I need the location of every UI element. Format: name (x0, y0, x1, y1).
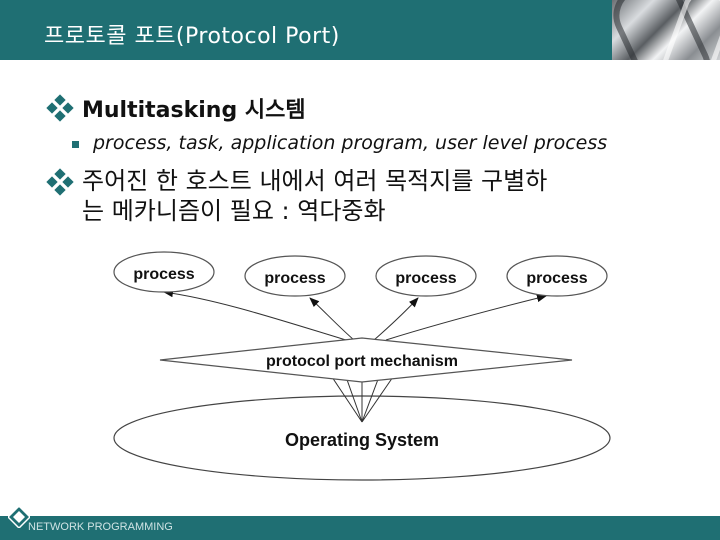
header-decorative-image (612, 0, 720, 60)
slide-title: 프로토콜 포트(Protocol Port) (44, 24, 340, 49)
bullet-line-2: 는 메카니즘이 필요 : 역다중화 (82, 197, 386, 225)
mechanism-diamond (159, 337, 573, 383)
arrow-to-process-2 (309, 297, 355, 341)
process-ellipse-3 (375, 255, 477, 297)
bullet-text: 주어진 한 호스트 내에서 여러 목적지를 구별하 는 메카니즘이 필요 : 역… (82, 166, 547, 226)
process-ellipse-4 (506, 255, 608, 297)
os-label: Operating System (285, 430, 439, 450)
logo-icon (8, 506, 30, 528)
footer-bar: NETWORK PROGRAMMING (0, 516, 720, 540)
arrow-to-process-4 (385, 294, 547, 341)
square-bullet-icon (72, 140, 79, 148)
process-label-3: process (395, 270, 456, 287)
arrow-to-process-1 (163, 289, 347, 341)
bullet-multitasking: Multitasking 시스템 (46, 92, 306, 124)
process-ellipse-1 (113, 251, 215, 293)
process-ellipse-2 (244, 255, 346, 297)
mechanism-label: protocol port mechanism (266, 353, 458, 370)
title-bar: 프로토콜 포트(Protocol Port) (0, 0, 720, 60)
bullet-line-1: 주어진 한 호스트 내에서 여러 목적지를 구별하 (82, 167, 548, 195)
arrow-to-process-3 (373, 297, 419, 341)
sub-bullet: process, task, application program, user… (72, 132, 607, 154)
process-label-1: process (133, 266, 194, 283)
process-label-4: process (526, 270, 587, 287)
bullet-text: Multitasking 시스템 (82, 98, 306, 123)
process-label-2: process (264, 270, 325, 287)
footer-text: NETWORK PROGRAMMING (28, 521, 173, 533)
bullet-demultiplexing: 주어진 한 호스트 내에서 여러 목적지를 구별하 는 메카니즘이 필요 : 역… (46, 166, 547, 226)
sub-bullet-text: process, task, application program, user… (93, 132, 608, 154)
